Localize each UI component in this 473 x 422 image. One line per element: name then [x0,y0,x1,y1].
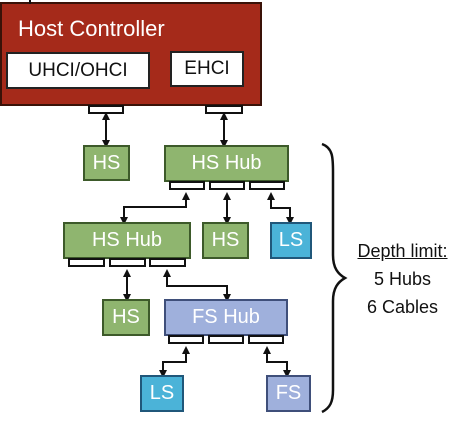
host-controller-title: Host Controller [18,16,165,41]
link-hub1-hub2 [120,192,190,225]
fs-device: FS [266,375,311,412]
hs-hub-1-port-3 [249,181,285,190]
link-hub2-fshub [163,269,231,302]
link-fshub-fs [263,346,291,378]
hs-hub-2-port-1 [68,258,105,267]
hs-hub-1-port-1 [169,181,205,190]
depth-brace [321,142,348,414]
hs-hub-2: HS Hub [63,222,191,259]
depth-limit-cables: 6 Cables [366,297,439,317]
hs-hub-1-port-2 [209,181,245,190]
hs-device-a: HS [83,145,130,181]
fs-hub-port-1 [168,335,204,344]
hs-hub-1: HS Hub [164,145,289,182]
hs-hub-2-port-2 [109,258,146,267]
ehci-controller: EHCI [170,51,244,87]
depth-limit-hubs: 5 Hubs [373,269,432,289]
hs-device-c: HS [102,299,150,336]
hs-hub-2-port-3 [149,258,186,267]
link-fshub-ls [159,346,190,378]
fs-hub-port-3 [248,335,284,344]
link-hub1-ls [267,192,294,225]
ls-device-a: LS [270,222,312,259]
ls-device-b: LS [140,375,184,412]
depth-limit-heading: Depth limit: [357,241,448,261]
fs-hub-port-2 [208,335,244,344]
uhci-ohci-controller: UHCI/OHCI [6,52,150,89]
depth-limit-caption: Depth limit: 5 Hubs 6 Cables [340,237,465,321]
hs-device-b: HS [202,222,249,259]
fs-hub: FS Hub [164,299,288,336]
